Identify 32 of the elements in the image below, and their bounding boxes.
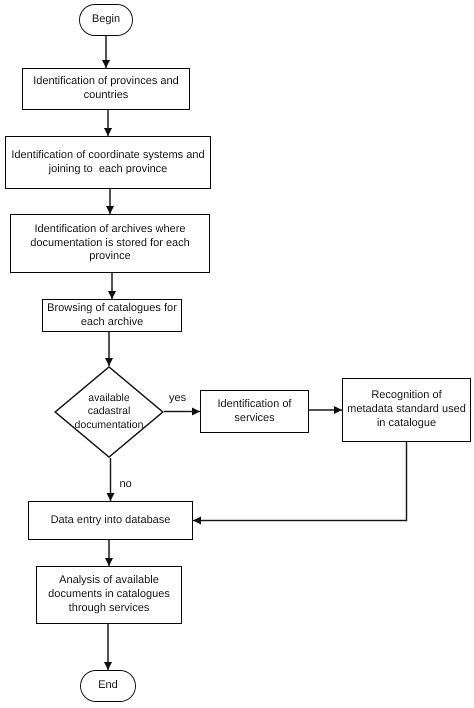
arrow — [106, 189, 114, 214]
process-box — [342, 378, 471, 442]
process-box — [10, 214, 210, 273]
arrow — [105, 332, 113, 366]
process-box — [42, 299, 182, 332]
terminal-box — [80, 670, 136, 702]
arrow — [309, 406, 342, 414]
process-box — [22, 68, 190, 110]
process-box — [5, 136, 211, 189]
process-box — [200, 390, 309, 433]
decision-text: Identification of provinces and countries — [32, 75, 180, 103]
decision-text: Data entry into database — [50, 514, 170, 528]
arrow — [164, 408, 200, 416]
decision-text: Browsing of catalogues for each archive — [47, 302, 177, 330]
decision-text: End — [98, 679, 118, 693]
process-box — [36, 566, 182, 624]
arrow — [105, 540, 113, 566]
decision-text: Begin — [92, 13, 120, 27]
process-box — [28, 501, 193, 540]
decision-text: Identification of coordinate systems and joining to each province — [10, 148, 206, 176]
arrow — [102, 36, 110, 68]
arrow — [104, 110, 112, 136]
decision-text: Identification of archives where documentation is stored for each province — [29, 222, 191, 264]
terminal-box — [79, 4, 133, 36]
decision-text: Recognition of metadata standard used in catalogue — [347, 389, 466, 431]
decision-text: Analysis of available documents in catalogues through services — [47, 574, 171, 616]
decision-text: available cadastral documentation — [74, 392, 144, 432]
arrow — [108, 273, 116, 299]
arrow — [193, 442, 408, 524]
arrow — [106, 458, 114, 501]
arrow — [104, 624, 112, 670]
decision-text: Identification of services — [216, 398, 292, 426]
